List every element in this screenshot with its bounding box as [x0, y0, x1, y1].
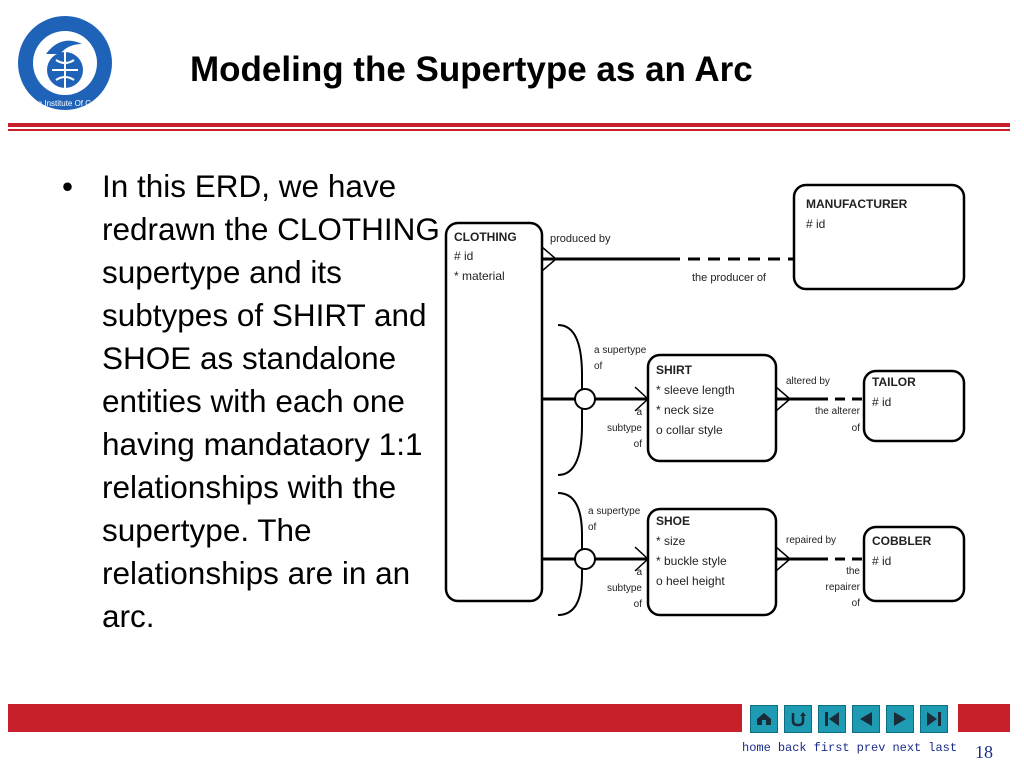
- rel-subtype-of-2a: a: [636, 567, 642, 578]
- nav-labels: home back first prev next last: [742, 741, 957, 755]
- rel-supertype-of-2a: a supertype: [588, 506, 641, 517]
- first-button[interactable]: [818, 705, 846, 733]
- shirt-attr-2: o collar style: [656, 423, 723, 437]
- clothing-entity[interactable]: [444, 221, 544, 603]
- tailor-attr-0: # id: [872, 395, 891, 409]
- nav-label-back[interactable]: back: [777, 741, 807, 755]
- shoe-attr-1: * buckle style: [656, 554, 727, 568]
- shoe-attr-2: o heel height: [656, 574, 725, 588]
- slide-nav: [750, 705, 948, 733]
- rel-repairer-of-a: the: [846, 566, 860, 577]
- last-icon: [927, 712, 941, 726]
- prev-button[interactable]: [852, 705, 880, 733]
- nav-label-home[interactable]: home: [742, 741, 771, 755]
- shirt-attr-0: * sleeve length: [656, 383, 735, 397]
- shoe-entity[interactable]: [646, 507, 778, 617]
- clothing-attr-0: # id: [454, 249, 473, 263]
- prev-icon: [860, 712, 872, 726]
- erd-diagram: CLOTHING # id * material MANUFACTURER # …: [444, 183, 966, 617]
- manufacturer-name: MANUFACTURER: [806, 197, 908, 211]
- home-icon: [757, 713, 771, 725]
- rel-repairer-of-c: of: [852, 598, 861, 609]
- rel-subtype-of-1c: of: [634, 439, 643, 450]
- institute-logo: Shandong Institute Of Commerce: [6, 14, 125, 112]
- bullet-marker: •: [62, 168, 74, 204]
- nav-label-prev[interactable]: prev: [856, 741, 886, 755]
- logo-text: Shandong Institute Of Commerce: [16, 99, 114, 108]
- slide-title: Modeling the Supertype as an Arc: [190, 50, 753, 89]
- rel-producer-of: the producer of: [692, 272, 767, 284]
- rel-repaired-by: repaired by: [786, 535, 836, 546]
- shoe-attr-0: * size: [656, 534, 686, 548]
- cobbler-entity[interactable]: [862, 525, 966, 603]
- rel-subtype-of-1a: a: [636, 407, 642, 418]
- shoe-name: SHOE: [656, 514, 690, 528]
- cobbler-name: COBBLER: [872, 534, 932, 548]
- next-button[interactable]: [886, 705, 914, 733]
- clothing-attr-1: * material: [454, 269, 505, 283]
- rel-subtype-of-2b: subtype: [607, 583, 642, 594]
- title-divider-thin: [8, 129, 1010, 131]
- rel-supertype-of-2b: of: [588, 522, 597, 533]
- rel-repairer-of-b: repairer: [826, 582, 861, 593]
- footer-bar: [8, 704, 742, 732]
- cobbler-attr-0: # id: [872, 554, 891, 568]
- page-number: 18: [975, 742, 993, 762]
- last-button[interactable]: [920, 705, 948, 733]
- manufacturer-entity[interactable]: [792, 183, 966, 291]
- footer-bar-right: [958, 704, 1010, 732]
- back-icon: [791, 712, 806, 727]
- next-icon: [894, 712, 906, 726]
- shirt-name: SHIRT: [656, 363, 693, 377]
- rel-alterer-of-a: the alterer: [815, 406, 861, 417]
- home-button[interactable]: [750, 705, 778, 733]
- clothing-name: CLOTHING: [454, 230, 517, 244]
- tailor-entity[interactable]: [862, 369, 966, 443]
- shirt-attr-1: * neck size: [656, 403, 714, 417]
- shirt-entity[interactable]: [646, 353, 778, 463]
- back-button[interactable]: [784, 705, 812, 733]
- rel-subtype-of-1b: subtype: [607, 423, 642, 434]
- rel-altered-by: altered by: [786, 376, 830, 387]
- nav-label-next[interactable]: next: [892, 741, 922, 755]
- rel-supertype-of-1b: of: [594, 361, 603, 372]
- first-icon: [825, 712, 839, 726]
- title-divider: [8, 123, 1010, 127]
- manufacturer-attr-0: # id: [806, 217, 825, 231]
- nav-label-last[interactable]: last: [928, 741, 958, 755]
- rel-produced-by: produced by: [550, 233, 611, 245]
- rel-subtype-of-2c: of: [634, 599, 643, 610]
- tailor-name: TAILOR: [872, 375, 916, 389]
- bullet-text: In this ERD, we have redrawn the CLOTHIN…: [102, 168, 440, 634]
- nav-label-first[interactable]: first: [813, 741, 850, 755]
- rel-supertype-of-1a: a supertype: [594, 345, 647, 356]
- rel-alterer-of-b: of: [852, 423, 861, 434]
